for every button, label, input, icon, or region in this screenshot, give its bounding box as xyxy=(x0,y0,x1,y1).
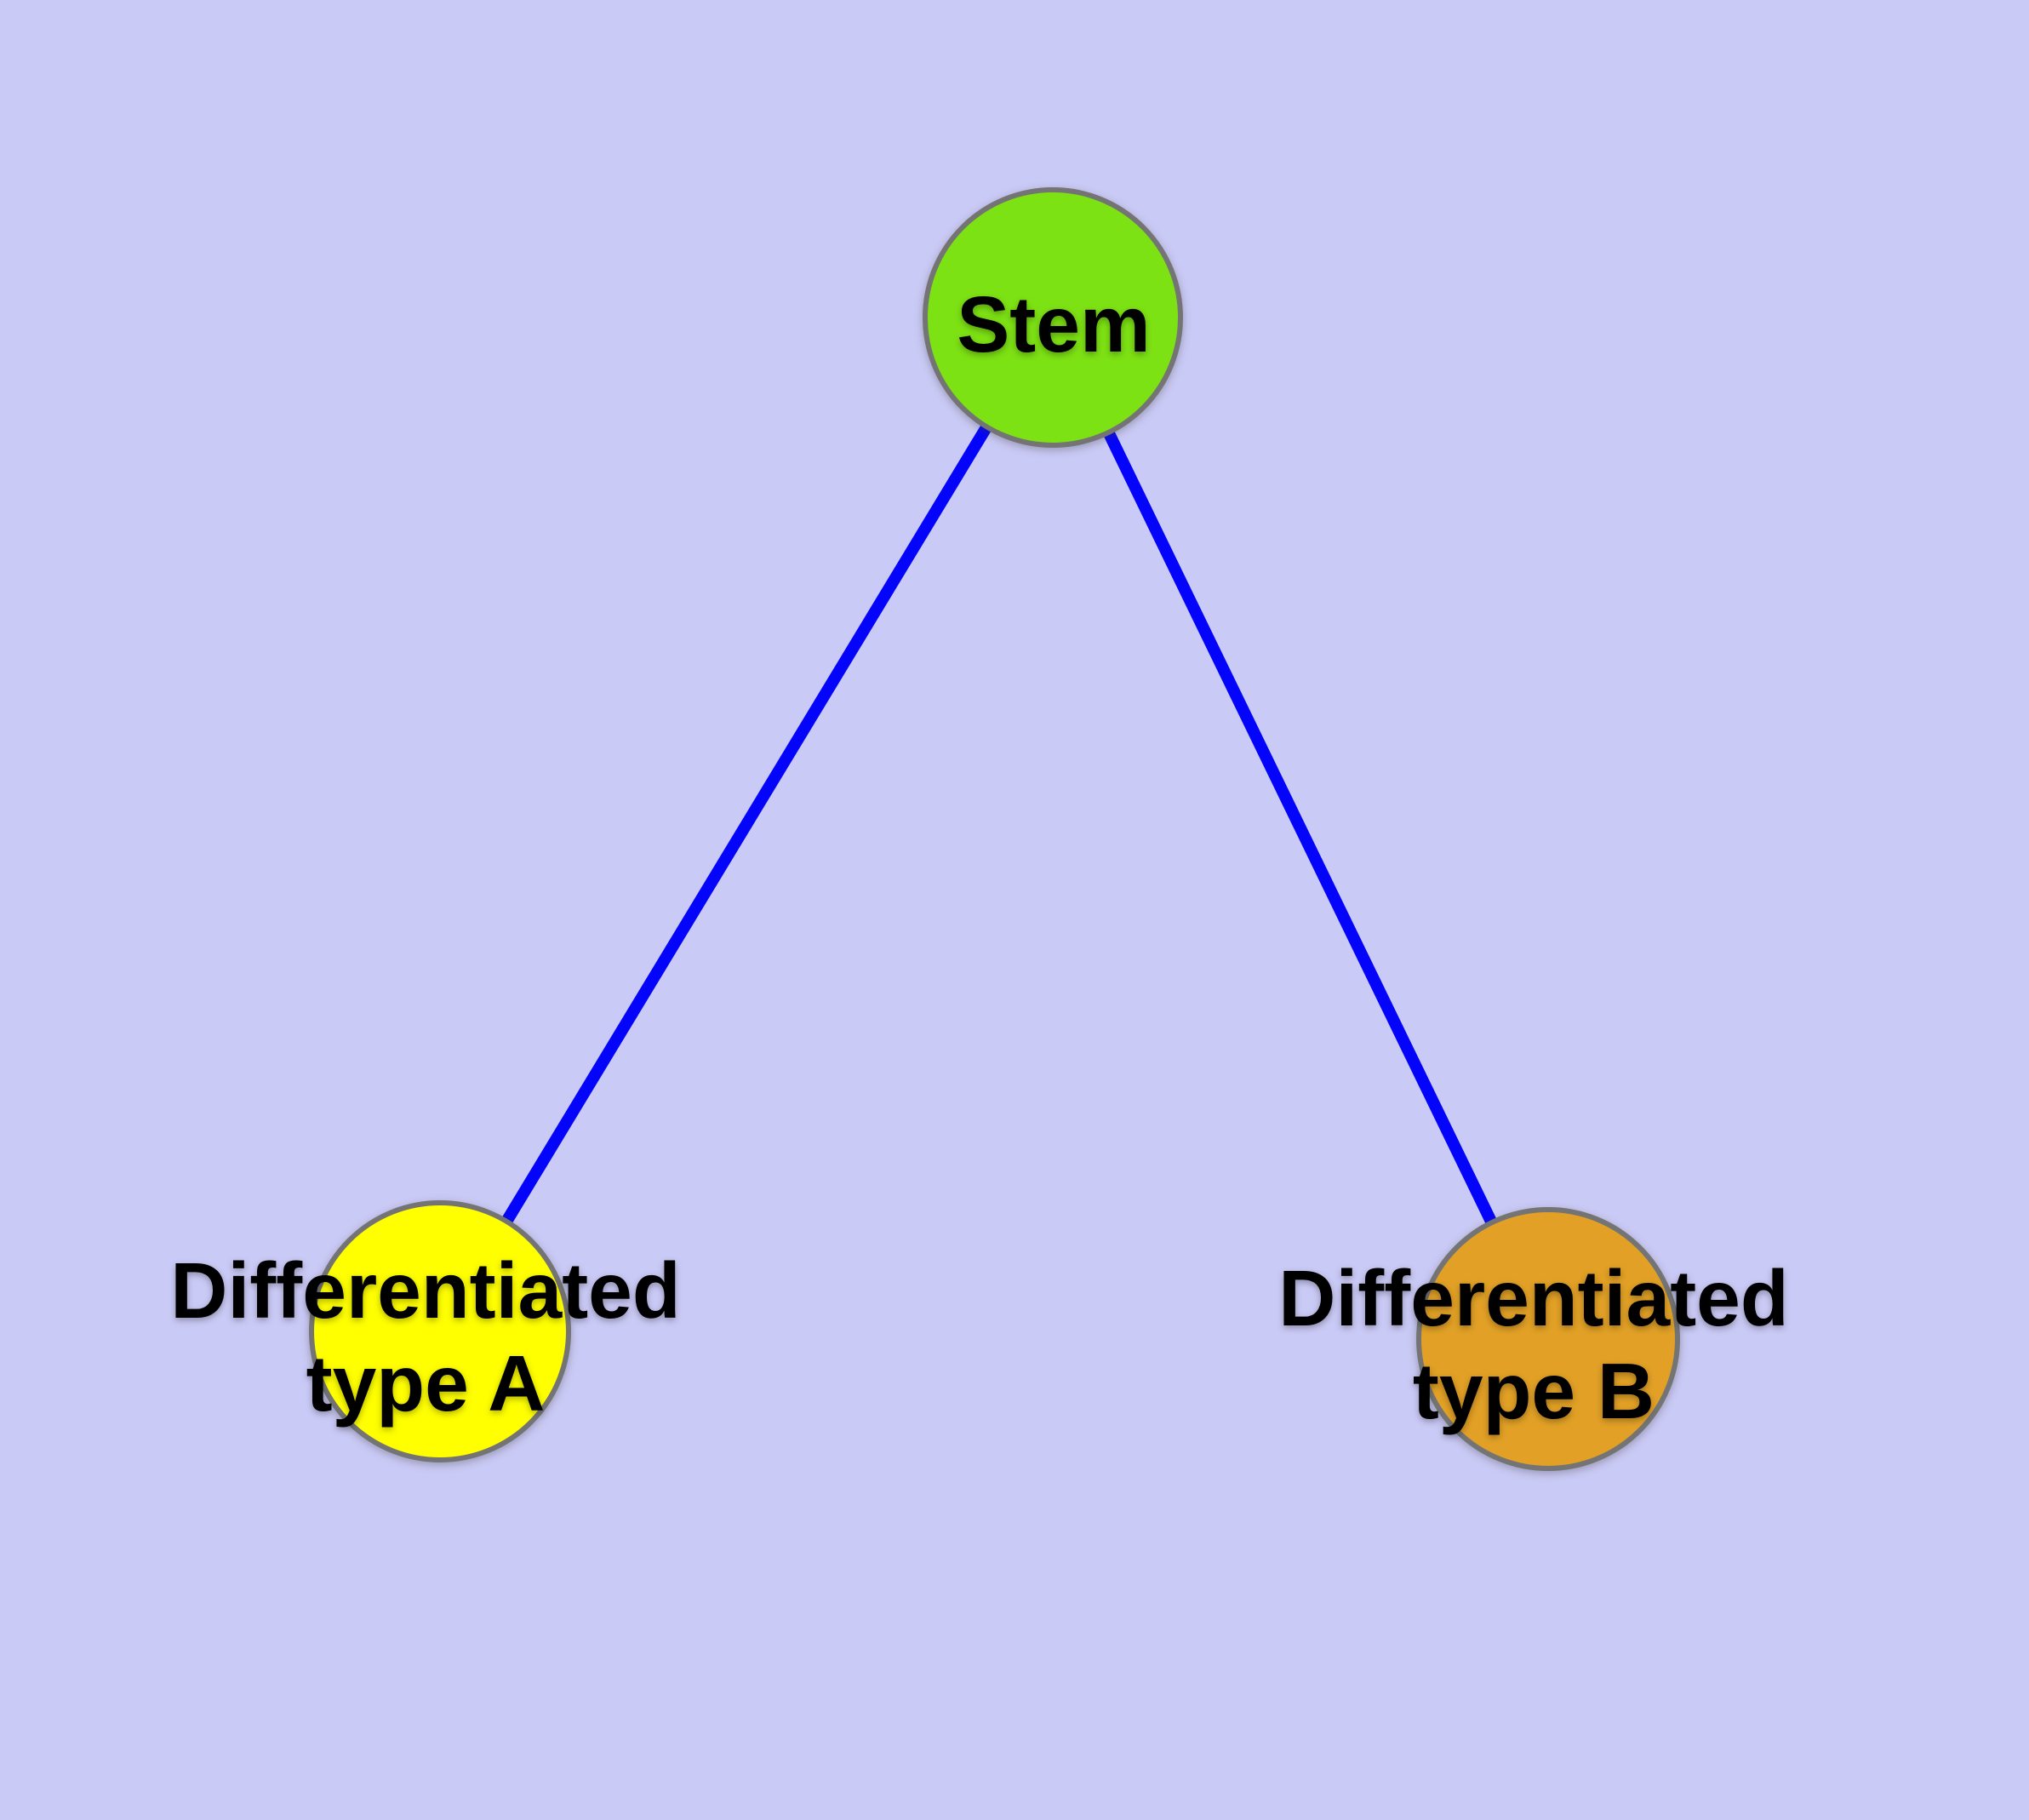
edges-group xyxy=(435,314,1554,1342)
nodes-group xyxy=(309,187,1680,1471)
node-differentiated-type-a xyxy=(309,1200,571,1462)
node-stem-label: Stem xyxy=(957,280,1150,369)
node-type-b-label-line2: type B xyxy=(1413,1347,1655,1435)
node-differentiated-type-b xyxy=(1416,1207,1680,1471)
node-type-a-label-line1: Differentiated xyxy=(170,1246,680,1335)
edge-stem-to-type-a xyxy=(435,314,1058,1335)
node-type-a-label-line2: type A xyxy=(306,1339,546,1428)
node-type-b-label-line1: Differentiated xyxy=(1278,1254,1788,1342)
node-stem xyxy=(923,187,1183,448)
labels-group: Stem Differentiated type A Differentiate… xyxy=(170,280,1788,1435)
edge-stem-to-type-b xyxy=(1047,314,1554,1342)
